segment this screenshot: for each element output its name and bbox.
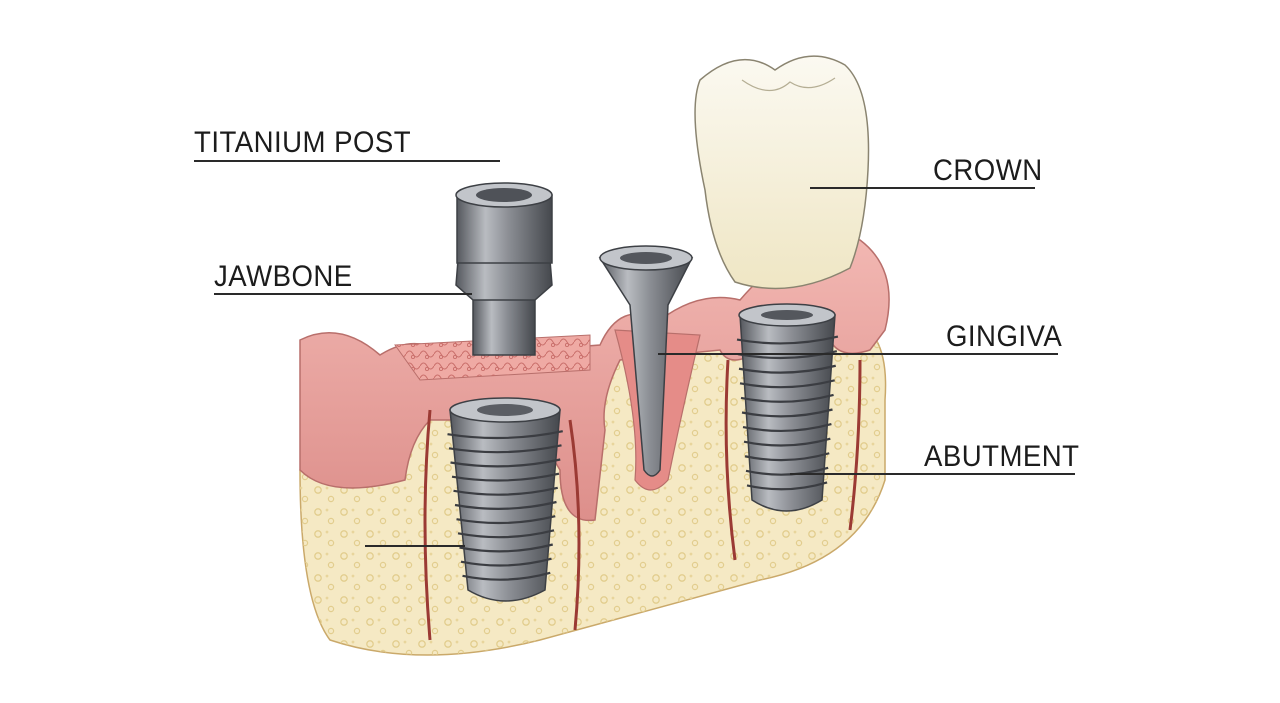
label-abutment: ABUTMENT — [924, 440, 1080, 473]
abutment-post-icon — [598, 245, 694, 477]
leader-titanium-post — [194, 160, 500, 162]
leader-abutment — [790, 473, 1075, 475]
label-gingiva: GINGIVA — [946, 320, 1063, 353]
leader-gingiva — [658, 353, 1058, 355]
screw-thread — [736, 335, 839, 345]
screw-thread — [459, 543, 554, 553]
label-jawbone: JAWBONE — [214, 260, 353, 293]
screw-thread — [454, 500, 557, 510]
screw-thread — [457, 529, 555, 539]
screw-thread — [462, 571, 551, 581]
screw-thread — [738, 364, 837, 374]
label-titanium-post: TITANIUM POST — [194, 126, 412, 159]
leader-jawbone — [214, 293, 472, 295]
screw-thread — [450, 458, 561, 468]
screw-thread — [743, 437, 831, 447]
screw-thread — [742, 423, 832, 433]
titanium-post-icon — [455, 182, 553, 356]
leader-implant-pointer — [365, 545, 465, 547]
screw-thread — [448, 444, 562, 454]
left-implant-screw-icon — [447, 397, 563, 602]
screw-thread — [447, 430, 563, 440]
screw-thread — [746, 481, 828, 491]
screw-thread — [460, 557, 552, 567]
screw-thread — [741, 408, 833, 418]
label-crown: CROWN — [933, 154, 1043, 187]
screw-thread — [744, 452, 830, 462]
leader-crown — [810, 187, 1035, 189]
screw-thread — [453, 486, 558, 496]
screw-thread — [739, 379, 835, 389]
screw-thread — [451, 472, 560, 482]
right-implant-screw-icon — [736, 303, 839, 512]
screw-thread — [456, 515, 556, 525]
screw-thread — [745, 466, 829, 476]
root-canals — [423, 359, 862, 641]
screw-thread — [740, 393, 834, 403]
crown-tooth-icon — [694, 55, 870, 290]
